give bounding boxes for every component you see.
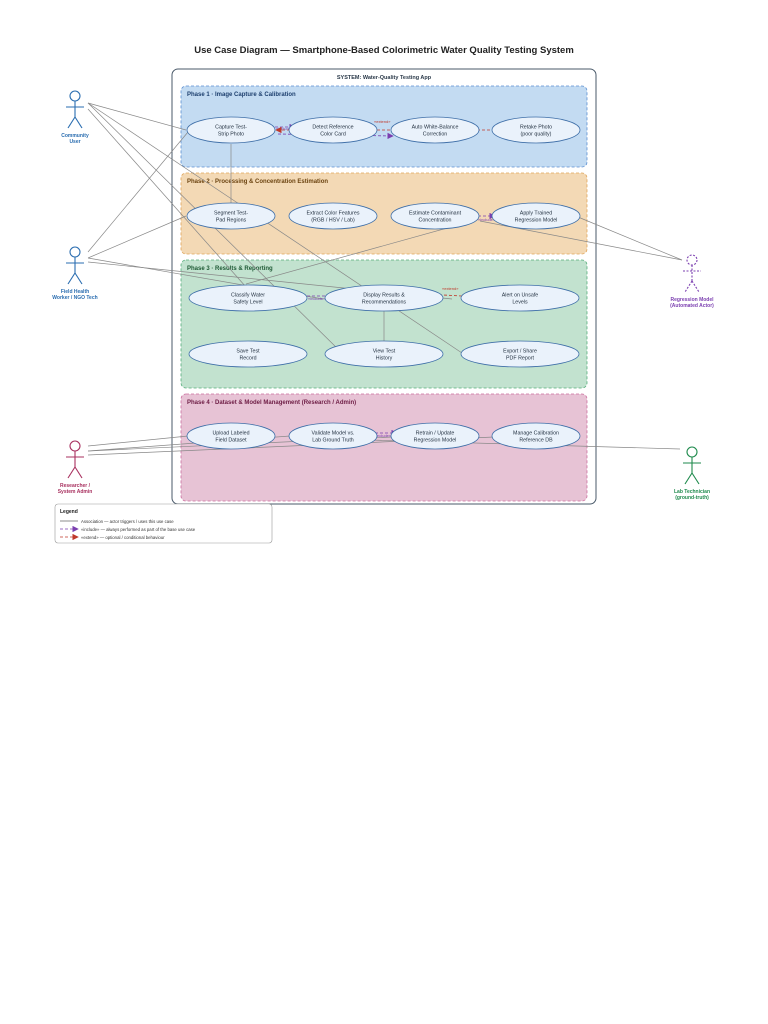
phase-2-label: Phase 2 · Processing & Concentration Est… bbox=[187, 179, 328, 185]
actor-labtech[interactable]: Lab Technician(ground-truth) bbox=[674, 446, 710, 501]
legend: Legend Association — actor triggers / us… bbox=[54, 503, 273, 544]
use-case-label: Display Results &Recommendations bbox=[362, 293, 407, 306]
phase-1-container: Phase 1 · Image Capture & Calibration bbox=[180, 85, 588, 168]
use-case-retake[interactable]: Retake Photo(poor quality) bbox=[491, 116, 581, 144]
legend-extend-text: «extend» — optional / conditional behavi… bbox=[81, 535, 165, 540]
include-label: «include» bbox=[276, 126, 294, 131]
include-label: «include» bbox=[308, 296, 326, 301]
diagram-title: Use Case Diagram — Smartphone-Based Colo… bbox=[194, 45, 574, 56]
use-case-label: Capture Test-Strip Photo bbox=[215, 125, 247, 138]
actor-label: Lab Technician(ground-truth) bbox=[674, 489, 710, 501]
extend-label: «extend» bbox=[374, 119, 391, 124]
use-case-label: Segment Test-Pad Regions bbox=[214, 211, 248, 224]
legend-title: Legend bbox=[60, 509, 78, 515]
include-label: «include» bbox=[478, 217, 496, 222]
phase-1-label: Phase 1 · Image Capture & Calibration bbox=[187, 92, 296, 98]
use-case-extract[interactable]: Extract Color Features(RGB / HSV / Lab) bbox=[288, 202, 378, 230]
use-case-label: Validate Model vs.Lab Ground Truth bbox=[312, 431, 355, 444]
actor-label: Researcher /System Admin bbox=[58, 483, 93, 495]
actor-regression[interactable]: Regression Model(Automated Actor) bbox=[670, 254, 714, 309]
use-case-capture[interactable]: Capture Test-Strip Photo bbox=[186, 116, 276, 144]
stick-figure-icon bbox=[683, 446, 701, 485]
use-case-label: Retake Photo(poor quality) bbox=[520, 125, 552, 138]
legend-include-text: «include» — always performed as part of … bbox=[81, 527, 196, 532]
use-case-label: Extract Color Features(RGB / HSV / Lab) bbox=[307, 211, 360, 224]
system-label: SYSTEM: Water-Quality Testing App bbox=[337, 75, 432, 81]
stick-figure-icon bbox=[683, 254, 701, 293]
include-label: «include» bbox=[374, 433, 392, 438]
actor-researcher[interactable]: Researcher /System Admin bbox=[58, 440, 93, 495]
legend-association-text: Association — actor triggers / uses this… bbox=[81, 519, 174, 524]
use-case-segment[interactable]: Segment Test-Pad Regions bbox=[186, 202, 276, 230]
phase-4-container: Phase 4 · Dataset & Model Management (Re… bbox=[180, 393, 588, 502]
stick-figure-icon bbox=[66, 246, 84, 285]
use-case-validate[interactable]: Validate Model vs.Lab Ground Truth bbox=[288, 422, 378, 450]
extend-label: «extend» bbox=[442, 286, 459, 291]
extend-labels: «extend» «extend» bbox=[374, 119, 459, 291]
actor-label: Regression Model(Automated Actor) bbox=[670, 297, 714, 309]
use-case-display[interactable]: Display Results &Recommendations bbox=[324, 284, 444, 312]
use-case-ellipses: Capture Test-Strip Photo Detect Reference… bbox=[186, 116, 581, 450]
stick-figure-icon bbox=[66, 90, 84, 129]
stick-figure-icon bbox=[66, 440, 84, 479]
phase-4-label: Phase 4 · Dataset & Model Management (Re… bbox=[187, 400, 356, 406]
